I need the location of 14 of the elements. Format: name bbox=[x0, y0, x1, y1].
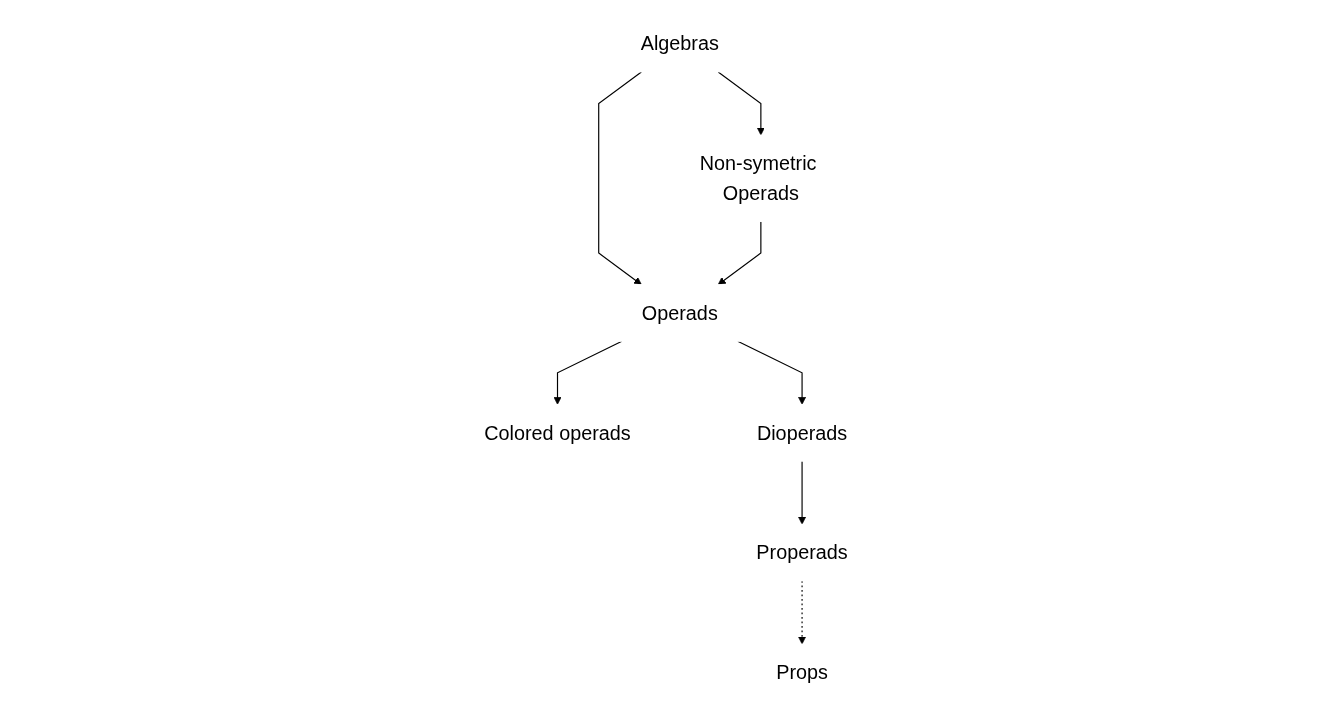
node-text: Colored operads bbox=[484, 421, 632, 444]
arrow bbox=[718, 220, 762, 285]
arrow bbox=[798, 460, 807, 525]
arrow bbox=[737, 340, 807, 405]
node-text: Properads bbox=[756, 540, 849, 564]
node-text: Props bbox=[776, 660, 829, 684]
node-text: Algebras bbox=[641, 31, 720, 55]
node-text: Operads bbox=[642, 301, 719, 324]
arrow bbox=[798, 579, 807, 644]
arrow bbox=[718, 70, 766, 135]
arrow bbox=[598, 70, 643, 285]
node-text: Non-symetric Operads bbox=[700, 151, 817, 204]
arrow bbox=[553, 340, 623, 405]
node-text: Dioperads bbox=[757, 421, 848, 444]
